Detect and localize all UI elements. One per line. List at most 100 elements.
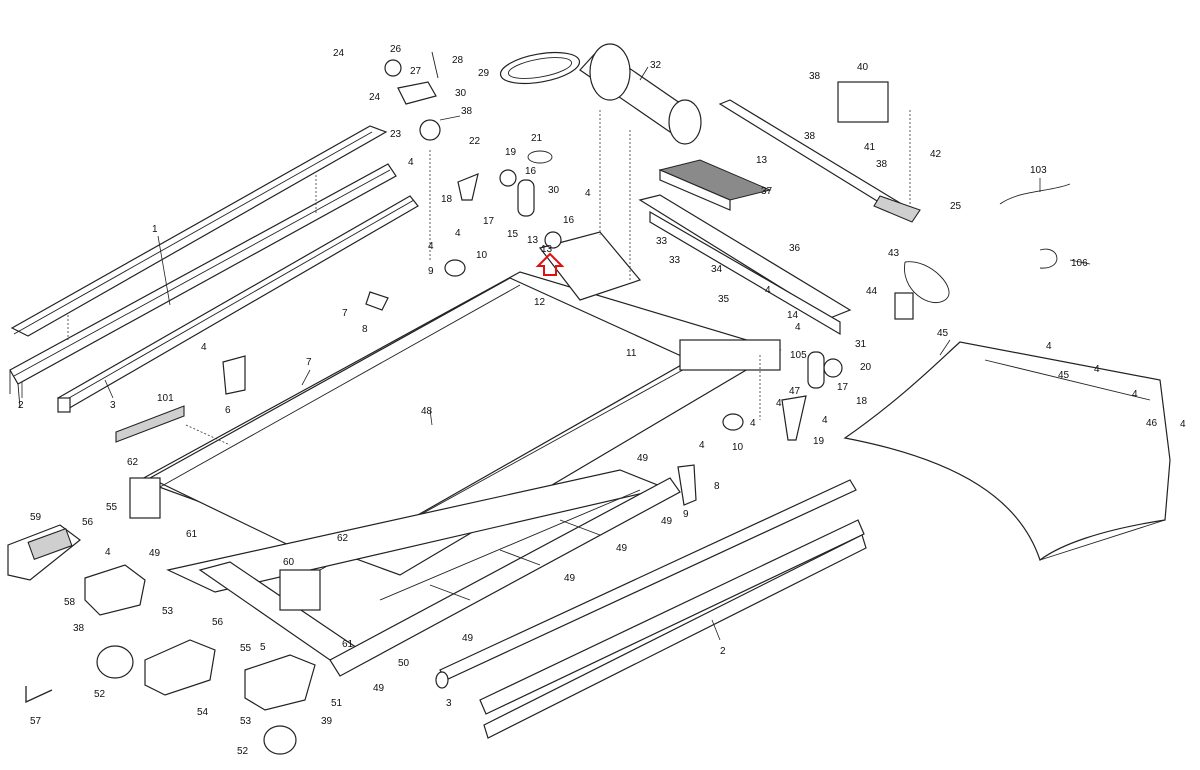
- callout-label: 19: [813, 436, 825, 447]
- callout: 1: [152, 224, 158, 235]
- callout-label: 2: [720, 646, 726, 657]
- callout: 38: [461, 106, 473, 117]
- right-rail-assembly: [435, 479, 867, 739]
- callout-label: 51: [331, 698, 343, 709]
- callout: 54: [197, 707, 209, 718]
- callout-label: 49: [462, 633, 474, 644]
- callout-label: 56: [82, 517, 94, 528]
- callout: 4: [428, 241, 434, 252]
- callout: 43: [888, 248, 900, 259]
- callout-label: 53: [240, 716, 252, 727]
- callout-label: 4: [750, 418, 756, 429]
- callout: 52: [237, 746, 249, 757]
- callout-label: 4: [105, 547, 111, 558]
- callout: 30: [548, 185, 560, 196]
- callout-label: 56: [212, 617, 224, 628]
- callout: 52: [94, 689, 106, 700]
- callout: 60: [283, 557, 295, 568]
- callout-label: 2: [18, 400, 24, 411]
- callout-label: 46: [1146, 418, 1158, 429]
- callout: 14: [787, 310, 799, 321]
- highlight-arrow: [535, 252, 565, 276]
- callout: 29: [478, 68, 490, 79]
- callout: 24: [333, 48, 345, 59]
- callout: 11: [626, 348, 637, 359]
- callout: 13: [756, 155, 768, 166]
- callout: 53: [162, 606, 174, 617]
- callout-label: 45: [937, 328, 949, 339]
- callout: 12: [534, 297, 546, 308]
- callout-label: 12: [534, 297, 546, 308]
- callout-label: 24: [333, 48, 345, 59]
- callout-label: 28: [452, 55, 464, 66]
- callout: 49: [149, 548, 161, 559]
- callout-label: 15: [507, 229, 519, 240]
- callout-label: 4: [201, 342, 207, 353]
- callout: 24: [369, 92, 381, 103]
- callout-label: 25: [950, 201, 962, 212]
- callout-label: 4: [455, 228, 461, 239]
- callout: 4: [776, 398, 782, 409]
- callout-label: 62: [127, 457, 139, 468]
- callout-label: 52: [237, 746, 249, 757]
- callout-label: 36: [789, 243, 801, 254]
- callout: 3: [446, 698, 452, 709]
- callout: 4: [1046, 341, 1052, 352]
- callout: 49: [564, 573, 576, 584]
- callout-label: 7: [306, 357, 312, 368]
- callout: 37: [761, 186, 773, 197]
- callout: 45: [937, 328, 949, 339]
- callout-label: 33: [669, 255, 681, 266]
- callout-label: 38: [461, 106, 473, 117]
- callout: 32: [650, 60, 662, 71]
- callout-label: 4: [428, 241, 434, 252]
- callout-label: 27: [410, 66, 422, 77]
- callout: 40: [857, 62, 869, 73]
- callout-label: 49: [149, 548, 161, 559]
- callout-label: 1: [152, 224, 158, 235]
- callout: 9: [428, 266, 434, 277]
- callout-label: 42: [930, 149, 942, 160]
- callout: 7: [342, 308, 348, 319]
- callout: 5: [260, 642, 266, 653]
- callout-label: 61: [186, 529, 198, 540]
- callout: 2: [720, 646, 726, 657]
- callout: 33: [669, 255, 681, 266]
- callout-label: 29: [478, 68, 490, 79]
- callout: 4: [1132, 389, 1138, 400]
- callout: 106: [1071, 258, 1088, 269]
- callout: 20: [860, 362, 872, 373]
- callout: 46: [1146, 418, 1158, 429]
- callout: 49: [462, 633, 474, 644]
- callout-label: 43: [888, 248, 900, 259]
- callout-label: 4: [699, 440, 705, 451]
- callout-label: 3: [110, 400, 116, 411]
- callout-label: 13: [541, 244, 553, 255]
- callout-label: 49: [373, 683, 385, 694]
- callout: 49: [637, 453, 649, 464]
- callout-label: 10: [476, 250, 488, 261]
- callout: 56: [212, 617, 224, 628]
- callout: 2: [18, 400, 24, 411]
- callout: 47: [789, 386, 801, 397]
- callout: 8: [714, 481, 720, 492]
- callout-label: 48: [421, 406, 433, 417]
- callout: 4: [1180, 419, 1186, 430]
- callout: 4: [765, 285, 771, 296]
- callout-label: 23: [390, 129, 402, 140]
- callout-label: 58: [64, 597, 76, 608]
- callout: 16: [525, 166, 537, 177]
- callout: 58: [64, 597, 76, 608]
- callout-label: 13: [756, 155, 768, 166]
- callout-label: 49: [661, 516, 673, 527]
- callout-label: 60: [283, 557, 295, 568]
- leader-lines: [21, 66, 1091, 641]
- callout: 55: [106, 502, 118, 513]
- callout-label: 33: [656, 236, 668, 247]
- small-parts: [25, 51, 1071, 704]
- callout: 61: [186, 529, 198, 540]
- callout: 3: [110, 400, 116, 411]
- callout: 49: [373, 683, 385, 694]
- callout: 62: [337, 533, 349, 544]
- callout: 105: [790, 350, 807, 361]
